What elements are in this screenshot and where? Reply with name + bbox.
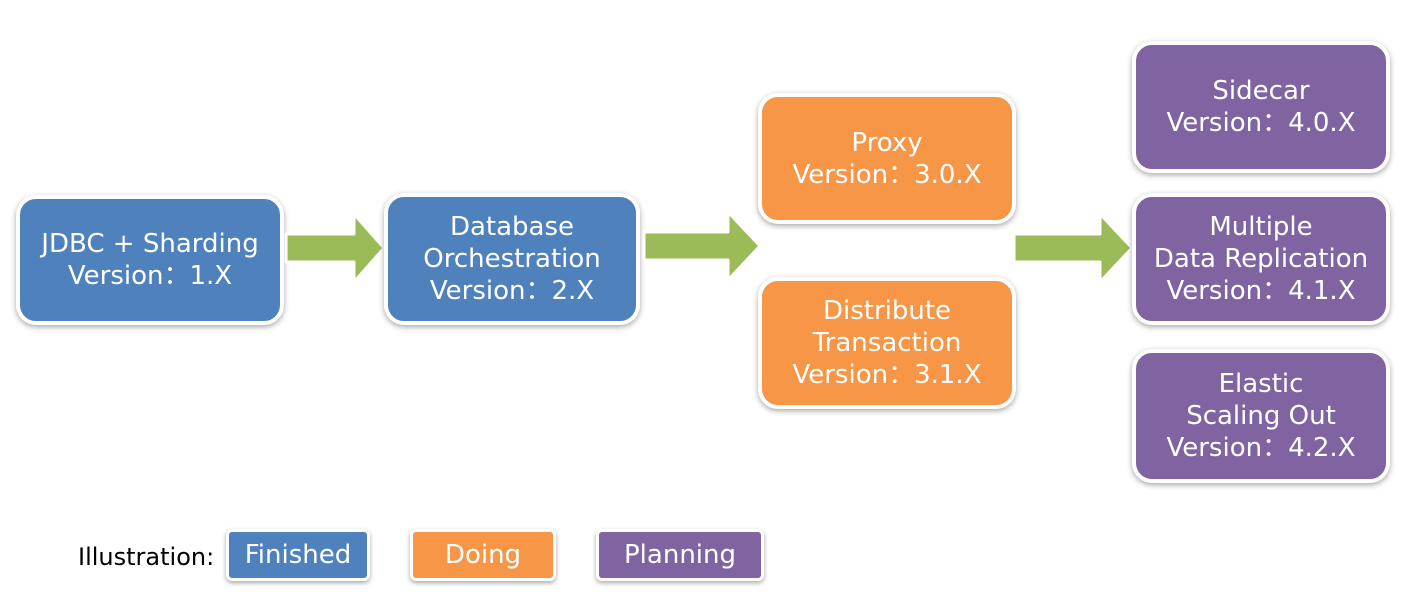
node-v1-jdbc-sharding: JDBC + Sharding Version：1.X xyxy=(16,195,284,325)
legend-doing: Doing xyxy=(410,529,556,581)
node-v31-line-3: Version：3.1.X xyxy=(792,360,982,390)
node-v31-distribute-transaction: Distribute Transaction Version：3.1.X xyxy=(758,277,1016,409)
node-v40-sidecar: Sidecar Version：4.0.X xyxy=(1132,41,1390,173)
node-v41-multiple-data-replication: Multiple Data Replication Version：4.1.X xyxy=(1132,193,1390,325)
node-v30-proxy: Proxy Version：3.0.X xyxy=(758,93,1016,224)
node-v31-line-1: Distribute xyxy=(822,296,952,326)
arrow-right-icon xyxy=(642,210,762,282)
node-v42-line-3: Version：4.2.X xyxy=(1166,433,1356,463)
node-v2-line-3: Version：2.X xyxy=(429,276,595,306)
node-v30-line-1: Proxy xyxy=(851,127,923,158)
node-v2-line-1: Database xyxy=(449,212,575,242)
node-v1-line-2: Version：1.X xyxy=(67,261,233,291)
node-v42-line-2: Scaling Out xyxy=(1186,401,1336,431)
node-v2-line-2: Orchestration xyxy=(423,244,601,274)
node-v2-database-orchestration: Database Orchestration Version：2.X xyxy=(384,193,640,325)
legend-planning: Planning xyxy=(596,529,764,581)
node-v41-line-1: Multiple xyxy=(1209,212,1313,242)
node-v40-line-1: Sidecar xyxy=(1212,76,1310,106)
node-v42-elastic-scaling-out: Elastic Scaling Out Version：4.2.X xyxy=(1132,349,1390,483)
node-v41-line-2: Data Replication xyxy=(1153,244,1369,274)
node-v31-line-2: Transaction xyxy=(812,328,962,358)
node-v1-line-1: JDBC + Sharding xyxy=(41,229,259,259)
legend-label: Illustration: xyxy=(78,543,215,571)
node-v30-line-2: Version：3.0.X xyxy=(792,159,982,190)
arrow-right-icon xyxy=(1012,212,1134,284)
node-v40-line-2: Version：4.0.X xyxy=(1166,108,1356,138)
arrow-right-icon xyxy=(284,212,386,284)
legend-finished: Finished xyxy=(226,529,370,581)
node-v41-line-3: Version：4.1.X xyxy=(1166,276,1356,306)
node-v42-line-1: Elastic xyxy=(1218,369,1304,399)
